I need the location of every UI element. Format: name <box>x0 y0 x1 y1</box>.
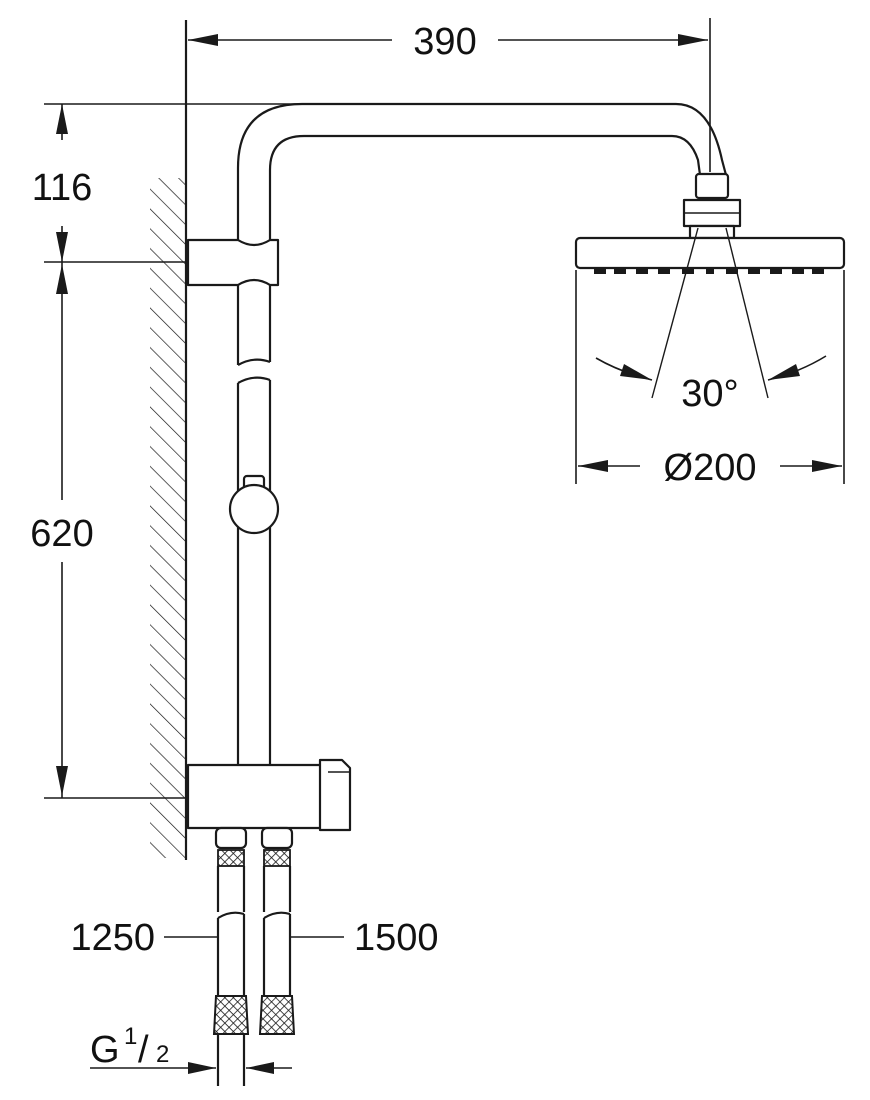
shower-rail <box>236 102 728 765</box>
dimension-head-diameter: Ø200 <box>575 270 845 489</box>
dimension-head-height-label: 116 <box>32 167 93 209</box>
hose-left <box>212 826 250 1086</box>
hose-length-callouts: 1250 1500 <box>70 917 438 959</box>
dimension-rail-height-label: 620 <box>30 513 93 555</box>
thread-denominator-label: 2 <box>156 1041 169 1068</box>
hose-left-length-label: 1250 <box>70 917 155 959</box>
dimension-spray-angle-label: 30° <box>681 373 738 415</box>
dimension-head-diameter-label: Ø200 <box>664 447 757 489</box>
thermostat-body <box>186 758 352 832</box>
nozzle-row <box>594 268 824 274</box>
dimension-width: 390 <box>188 18 711 172</box>
thread-size-dimension: G 1 / 2 <box>90 1023 292 1074</box>
wall <box>140 20 188 866</box>
dimension-spray-angle: 30° <box>595 227 827 415</box>
dimension-head-height: 116 <box>32 103 300 263</box>
hose-right <box>258 826 296 1035</box>
dimension-rail-height: 620 <box>30 262 186 799</box>
thread-slash-label: / <box>138 1029 149 1071</box>
upper-wall-bracket <box>186 238 280 287</box>
dimension-width-label: 390 <box>413 21 476 63</box>
diverter-knob-icon <box>228 474 280 535</box>
thread-numerator-label: 1 <box>124 1023 137 1050</box>
thread-prefix-label: G <box>90 1029 120 1071</box>
shower-head <box>574 172 846 274</box>
hose-right-length-label: 1500 <box>354 917 439 959</box>
